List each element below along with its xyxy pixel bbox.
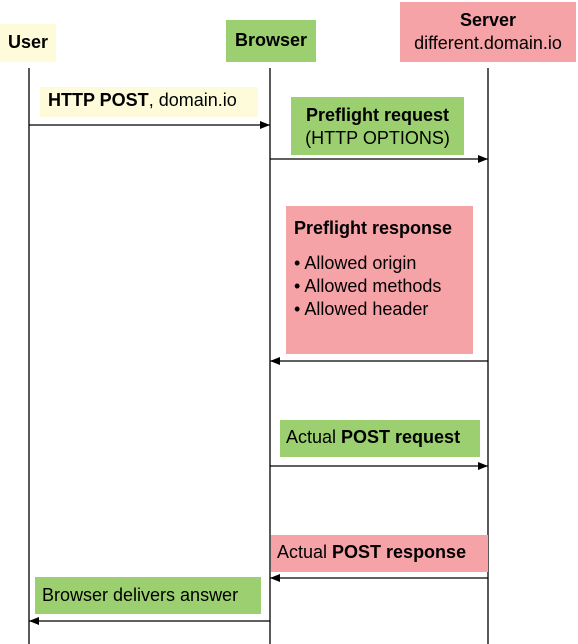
message-actual-post-response-prefix: Actual xyxy=(277,542,333,562)
message-actual-post-request: Actual POST request xyxy=(280,420,480,457)
message-browser-delivers: Browser delivers answer xyxy=(35,577,261,614)
participant-server-domain: different.domain.io xyxy=(414,33,562,53)
message-actual-post-response: Actual POST response xyxy=(271,535,488,572)
message-preflight-response-title: Preflight response xyxy=(294,218,453,238)
preflight-response-list: Allowed origin Allowed methods Allowed h… xyxy=(294,252,473,321)
participant-server: Server different.domain.io xyxy=(400,2,576,62)
preflight-response-item: Allowed methods xyxy=(294,275,473,298)
message-actual-post-request-prefix: Actual xyxy=(286,427,342,447)
participant-user: User xyxy=(0,24,56,62)
message-preflight-request-title: Preflight request xyxy=(305,105,450,125)
preflight-response-item: Allowed header xyxy=(294,298,473,321)
message-http-post-rest: , domain.io xyxy=(148,90,237,110)
message-preflight-request: Preflight request (HTTP OPTIONS) xyxy=(291,97,464,155)
message-actual-post-request-bold: POST request xyxy=(341,427,461,447)
message-http-post-bold: HTTP POST xyxy=(48,90,149,110)
message-preflight-request-sub: (HTTP OPTIONS) xyxy=(305,128,450,148)
message-preflight-response: Preflight response Allowed origin Allowe… xyxy=(286,206,473,354)
participant-user-label: User xyxy=(7,32,49,52)
message-http-post: HTTP POST, domain.io xyxy=(40,87,258,117)
participant-browser-label: Browser xyxy=(234,30,308,50)
message-browser-delivers-label: Browser delivers answer xyxy=(42,585,239,605)
message-actual-post-response-bold: POST response xyxy=(332,542,467,562)
preflight-response-item: Allowed origin xyxy=(294,252,473,275)
participant-server-title: Server xyxy=(459,10,517,30)
participant-browser: Browser xyxy=(226,20,316,62)
